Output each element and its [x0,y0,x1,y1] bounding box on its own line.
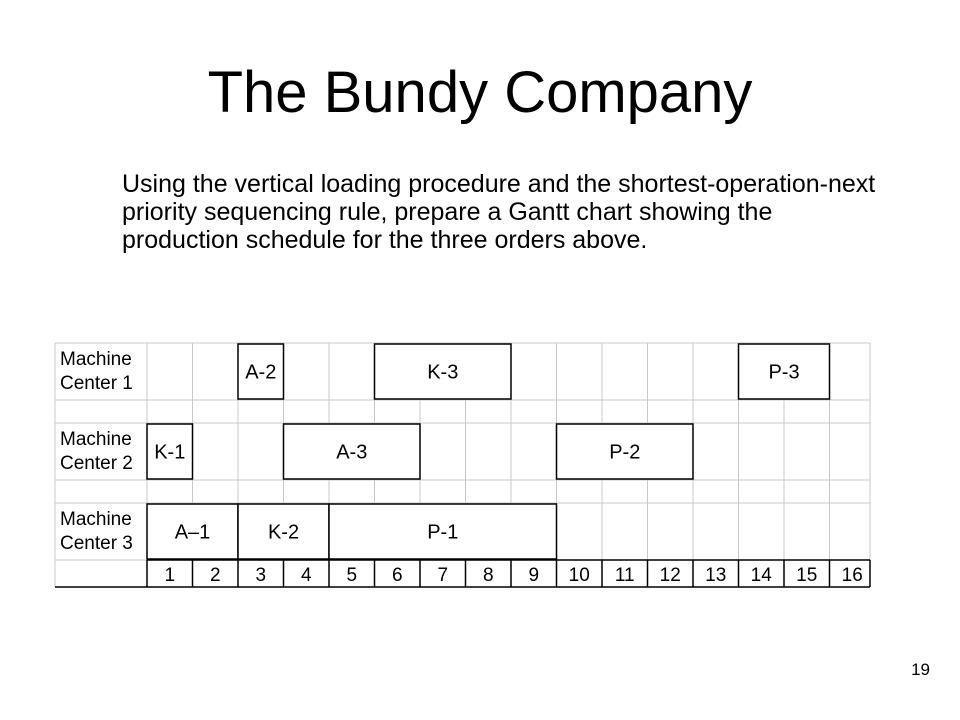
task-bar [328,503,558,560]
machine-center-label: Machine [60,349,132,370]
time-period-label: 7 [437,565,448,586]
time-period-label: 14 [751,565,773,586]
time-period-label: 2 [210,565,221,586]
task-bar [146,423,194,480]
time-period-label: 10 [569,565,590,586]
machine-center-label: Center 3 [60,533,133,554]
task-bar [555,423,694,480]
time-period-label: 9 [528,565,539,586]
task-label: K-3 [427,362,458,384]
machine-center-label: Machine [60,509,132,530]
task-bar [237,343,285,400]
task-label: A-2 [245,362,276,384]
machine-center-label: Center 1 [60,373,133,394]
page-number: 19 [911,660,930,679]
task-bar [282,423,421,480]
task-bar [373,343,512,400]
task-bar [737,343,831,400]
task-label: P-3 [768,362,799,384]
time-period-label: 12 [660,565,681,586]
time-period-label: 13 [705,565,726,586]
machine-center-label: Machine [60,429,132,450]
time-period-label: 8 [483,565,494,586]
task-label: K-2 [268,522,299,544]
slide-body-text: Using the vertical loading procedure and… [122,170,876,254]
time-period-label: 5 [346,565,357,586]
task-label: P-2 [609,442,640,464]
time-period-label: 15 [796,565,817,586]
time-period-label: 3 [255,565,266,586]
time-period-label: 1 [164,565,175,586]
task-label: K-1 [154,442,185,464]
task-label: A–1 [175,522,211,544]
time-period-label: 11 [615,565,635,586]
task-label: P-1 [427,522,458,544]
task-bar [146,503,239,560]
machine-center-label: Center 2 [60,453,133,474]
time-period-label: 4 [301,565,312,586]
task-label: A-3 [336,442,367,464]
time-period-label: 6 [392,565,403,586]
slide-title: The Bundy Company [207,60,753,125]
task-bar [237,503,330,560]
time-period-label: 16 [842,565,863,586]
